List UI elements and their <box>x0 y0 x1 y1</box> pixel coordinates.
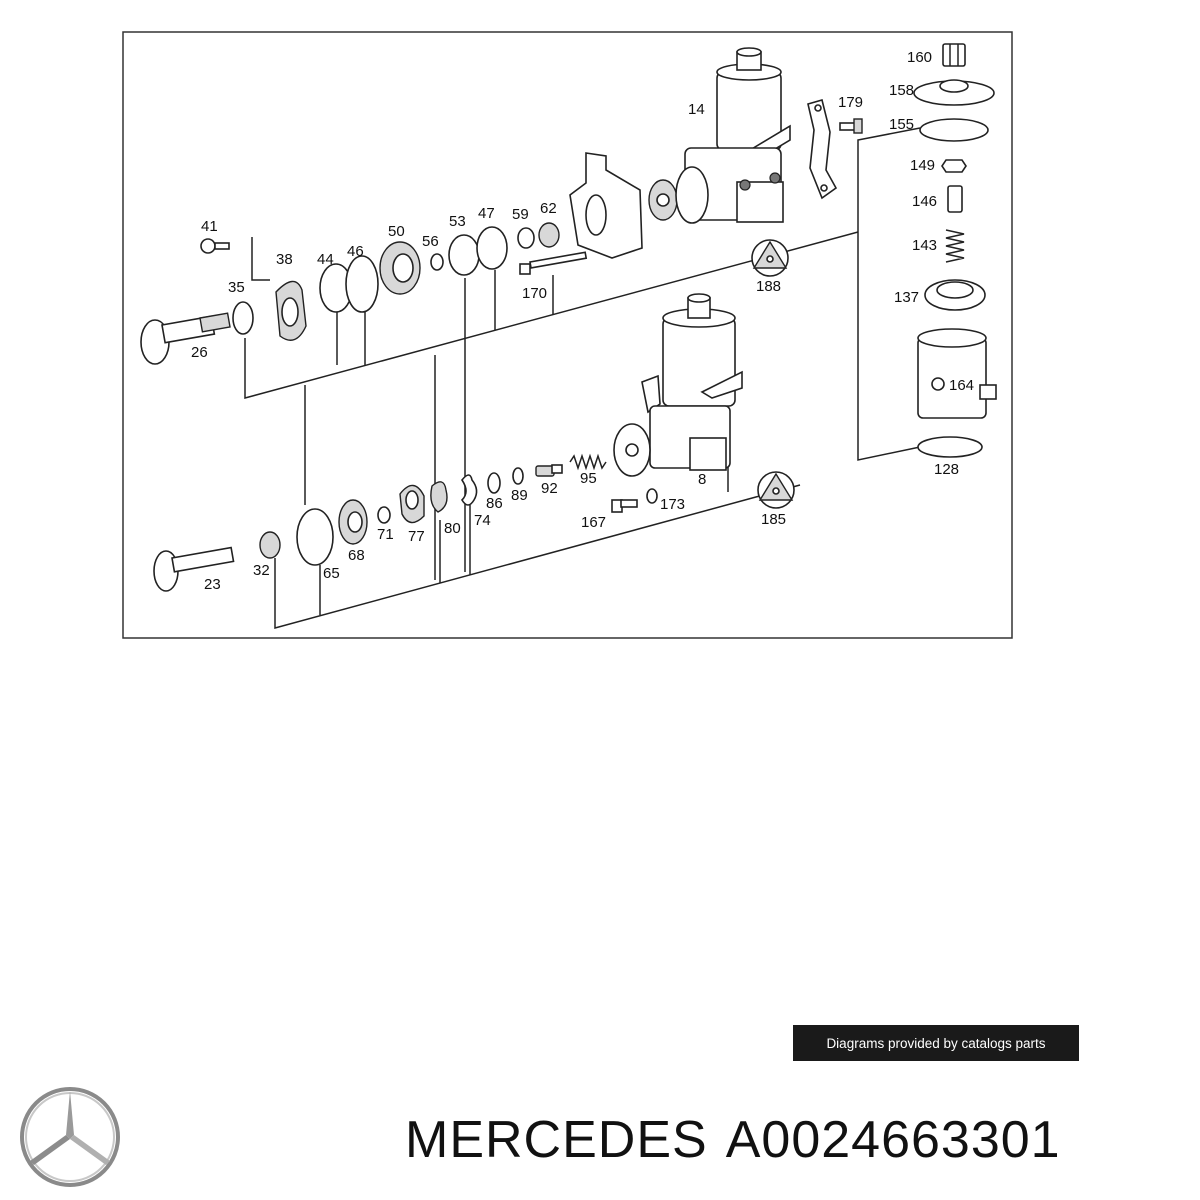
o-ring-65 <box>296 508 334 566</box>
label-164: 164 <box>949 377 974 394</box>
bolt-170 <box>519 251 588 275</box>
spring-143 <box>945 229 965 263</box>
label-146: 146 <box>912 193 937 210</box>
filter-137 <box>924 279 986 311</box>
valve-92 <box>535 464 563 477</box>
label-149: 149 <box>910 157 935 174</box>
shaft-23 <box>153 546 235 592</box>
cap-160 <box>942 43 966 67</box>
label-185: 185 <box>761 511 786 528</box>
label-23: 23 <box>204 576 221 593</box>
power-steering-pump-upper <box>648 47 791 224</box>
label-68: 68 <box>348 547 365 564</box>
valve-146 <box>947 185 963 213</box>
label-179: 179 <box>838 94 863 111</box>
label-92: 92 <box>541 480 558 497</box>
bolt-179 <box>839 118 863 134</box>
marker-185 <box>757 471 795 509</box>
label-47: 47 <box>478 205 495 222</box>
o-ring-155 <box>919 118 989 142</box>
washer-56 <box>430 253 444 271</box>
label-62: 62 <box>540 200 557 217</box>
label-44: 44 <box>317 251 334 268</box>
label-26: 26 <box>191 344 208 361</box>
o-ring-128 <box>917 436 983 458</box>
gasket-plate <box>569 152 643 259</box>
clip-89 <box>512 467 524 485</box>
credit-badge: Diagrams provided by catalogs parts <box>793 1025 1079 1061</box>
label-86: 86 <box>486 495 503 512</box>
bushing-62 <box>538 222 560 248</box>
washer-71 <box>377 506 391 524</box>
part-number: A0024663301 <box>725 1111 1061 1169</box>
label-8: 8 <box>698 471 706 488</box>
diagram-frame <box>122 31 1013 639</box>
label-59: 59 <box>512 206 529 223</box>
cam-ring-50 <box>379 241 421 295</box>
mounting-bracket <box>807 99 838 200</box>
callout-labels: 160 158 179 155 14 149 146 143 41 53 47 … <box>191 49 974 593</box>
label-128: 128 <box>934 461 959 478</box>
label-160: 160 <box>907 49 932 66</box>
leader-lines <box>244 127 921 629</box>
marker-188 <box>751 239 789 277</box>
o-ring-47 <box>476 226 508 270</box>
shaft-26 <box>140 312 231 365</box>
label-143: 143 <box>912 237 937 254</box>
label-38: 38 <box>276 251 293 268</box>
cover-158 <box>913 79 995 106</box>
label-155: 155 <box>889 116 914 133</box>
mercedes-star-icon <box>20 1087 120 1187</box>
o-ring-53 <box>448 234 480 276</box>
o-ring-46 <box>345 255 379 313</box>
label-56: 56 <box>422 233 439 250</box>
washer-59 <box>517 227 535 249</box>
label-14: 14 <box>688 101 705 118</box>
label-137: 137 <box>894 289 919 306</box>
label-50: 50 <box>388 223 405 240</box>
label-65: 65 <box>323 565 340 582</box>
label-53: 53 <box>449 213 466 230</box>
reservoir-164 <box>917 328 997 419</box>
label-95: 95 <box>580 470 597 487</box>
label-188: 188 <box>756 278 781 295</box>
brand-title: MERCEDES A0024663301 <box>405 1108 1195 1172</box>
plate-74 <box>460 474 478 506</box>
label-71: 71 <box>377 526 394 543</box>
label-158: 158 <box>889 82 914 99</box>
nut-149 <box>941 159 967 173</box>
brand-name: MERCEDES <box>405 1111 708 1169</box>
label-35: 35 <box>228 279 245 296</box>
plate-80 <box>430 481 448 513</box>
seal-32 <box>259 531 281 559</box>
label-89: 89 <box>511 487 528 504</box>
label-77: 77 <box>408 528 425 545</box>
seal-35 <box>232 301 254 335</box>
spring-95 <box>569 453 607 471</box>
pressure-plate-77 <box>399 484 425 524</box>
power-steering-pump-lower <box>613 293 743 477</box>
label-80: 80 <box>444 520 461 537</box>
label-170: 170 <box>522 285 547 302</box>
washer-173 <box>646 488 658 504</box>
washer-86 <box>487 472 501 494</box>
rotor-38 <box>275 280 307 341</box>
label-74: 74 <box>474 512 491 529</box>
screw-41 <box>200 238 230 254</box>
label-32: 32 <box>253 562 270 579</box>
label-46: 46 <box>347 243 364 260</box>
bolt-167 <box>611 499 638 513</box>
label-173: 173 <box>660 496 685 513</box>
rotor-68 <box>338 499 368 545</box>
label-41: 41 <box>201 218 218 235</box>
label-167: 167 <box>581 514 606 531</box>
